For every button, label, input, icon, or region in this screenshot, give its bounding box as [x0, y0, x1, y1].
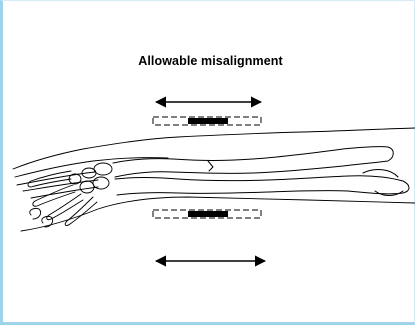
forearm-upper-outline	[13, 128, 415, 169]
radius-bone	[113, 147, 393, 177]
top-splint-bar-icon	[153, 117, 261, 125]
forearm-splint-diagram	[3, 1, 415, 326]
bottom-splint-bar-icon	[153, 210, 261, 218]
hand-bones	[28, 163, 112, 227]
ulna-bone	[115, 170, 409, 196]
